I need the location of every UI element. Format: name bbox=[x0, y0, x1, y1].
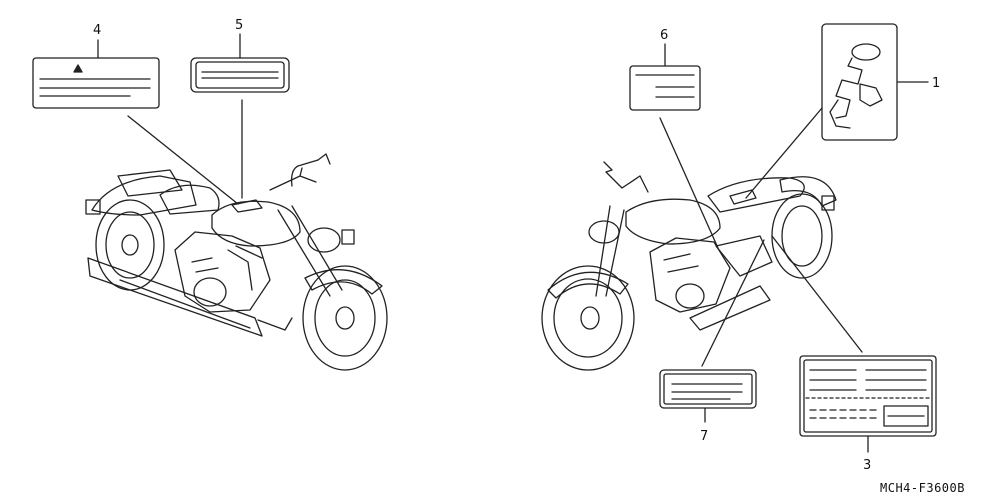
leader-line-4b bbox=[127, 115, 239, 205]
leader-line-7b bbox=[701, 239, 765, 367]
callout-1: 1 bbox=[932, 76, 940, 91]
diagram-code: MCH4-F3600B bbox=[880, 481, 965, 495]
label-6 bbox=[629, 65, 701, 111]
callout-7: 7 bbox=[700, 429, 708, 444]
leader-line-1b bbox=[745, 107, 823, 199]
label-5 bbox=[190, 57, 290, 93]
label-3 bbox=[799, 355, 937, 437]
warning-triangle-icon bbox=[73, 64, 83, 73]
label-7 bbox=[659, 369, 757, 409]
motorcycle-left bbox=[85, 153, 388, 371]
callout-3: 3 bbox=[863, 458, 871, 473]
label-1 bbox=[821, 23, 898, 141]
leader-line-3b bbox=[771, 235, 863, 353]
leader-line-6b bbox=[659, 117, 719, 249]
callout-5: 5 bbox=[235, 18, 243, 33]
motorcycle-right bbox=[541, 161, 837, 371]
callout-6: 6 bbox=[660, 28, 668, 43]
callout-4: 4 bbox=[93, 23, 101, 38]
label-4 bbox=[32, 57, 160, 109]
